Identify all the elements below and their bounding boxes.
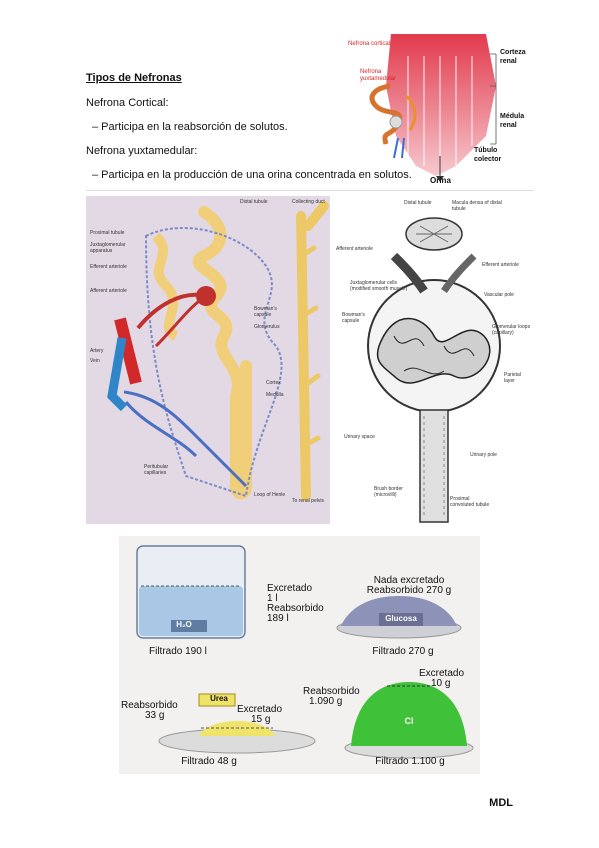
label-proximal: Proximal tubule: [90, 230, 125, 236]
label-distal: Distal tubule: [240, 199, 268, 205]
glucosa-label: Glucosa: [385, 614, 417, 623]
label-yuxta: Nefrona yuxtamedular: [360, 69, 397, 82]
urea-reabsorbido-val: 33 g: [145, 710, 165, 721]
kidney-figure: Nefrona cortical Nefrona yuxtamedular Co…: [346, 26, 532, 188]
g-label-macula: Macula densa of distal tubule: [452, 200, 502, 212]
label-artery: Artery: [90, 348, 104, 354]
h2o-excretado: Excretado: [267, 583, 313, 594]
label-cortical: Nefrona cortical: [348, 41, 391, 47]
label-cortex: Cortex: [266, 380, 281, 386]
label-orina: Orina: [430, 176, 451, 185]
g-label-glom: Glomerular loops (capillary): [492, 324, 531, 336]
label-medula: Médula renal: [500, 113, 525, 129]
label-corteza: Corteza renal: [500, 49, 526, 65]
glucosa-filtrado: Filtrado 270 g: [372, 646, 434, 657]
h2o-label: H₂O: [176, 620, 192, 629]
cl-filtrado: Filtrado 1.100 g: [375, 756, 445, 767]
label-vein: Vein: [90, 358, 100, 364]
footer-initials: MDL: [489, 797, 513, 809]
g-label-juxta: Juxtaglomerular cells (modified smooth m…: [350, 280, 408, 292]
urea-filtrado: Filtrado 48 g: [181, 756, 237, 767]
yuxta-item: – Participa en la producción de una orin…: [92, 169, 412, 181]
page-title: Tipos de Nefronas: [86, 72, 182, 84]
g-label-urinary-space: Urinary space: [344, 434, 375, 440]
g-label-bowman: Bowman's capsule: [342, 312, 365, 324]
label-peritubular: Peritubular capillaries: [144, 464, 169, 476]
divider: [86, 190, 534, 191]
cl-excretado-val: 10 g: [431, 678, 451, 689]
g-label-afferent: Afferent arteriole: [336, 246, 373, 252]
label-collecting: Collecting duct: [292, 199, 325, 205]
h2o-excretado-val: 1 l: [267, 593, 278, 604]
cl-excretado: Excretado: [419, 668, 465, 679]
label-henle: Loop of Henle: [254, 492, 286, 498]
label-glomerulus: Glomerulus: [254, 324, 280, 330]
h2o-reabsorbido: Reabsorbido: [267, 603, 324, 614]
label-afferent: Afferent arteriole: [90, 288, 127, 294]
label-juxta: Juxtaglomerular apparatus: [90, 242, 126, 254]
urea-label: Urea: [210, 694, 228, 703]
glomerulus-figure: Distal tubule Macula densa of distal tub…: [334, 196, 532, 526]
g-label-parietal: Parietal layer: [504, 372, 521, 384]
cl-label: Cl: [404, 716, 414, 726]
label-tubulo: Túbulo colector: [474, 147, 502, 163]
g-label-urinary-pole: Urinary pole: [470, 452, 497, 458]
label-efferent: Efferent arteriole: [90, 264, 127, 270]
cl-reabsorbido-val: 1.090 g: [309, 696, 343, 707]
g-label-distal: Distal tubule: [404, 200, 432, 206]
g-label-efferent: Efferent arteriole: [482, 262, 519, 268]
label-renal-pelvis: To renal pelvis: [292, 498, 324, 504]
urea-excretado-val: 15 g: [251, 714, 271, 725]
label-bowman: Bowman's capsule: [254, 306, 277, 318]
yuxta-heading: Nefrona yuxtamedular:: [86, 145, 198, 157]
nephron-figure: Distal tubule Collecting duct Proximal t…: [86, 196, 330, 524]
urea-excretado: Excretado: [237, 704, 283, 715]
h2o-filtrado: Filtrado 190 l: [149, 646, 207, 657]
glucosa-top1: Nada excretado: [373, 575, 445, 586]
urea-reabsorbido: Reabsorbido: [121, 700, 178, 711]
glucosa-top2: Reabsorbido 270 g: [366, 585, 452, 596]
cortical-heading: Nefrona Cortical:: [86, 97, 169, 109]
g-label-brush: Brush border (microvilli): [374, 486, 403, 498]
label-medulla: Medulla: [266, 392, 284, 398]
g-label-vascular: Vascular pole: [484, 292, 514, 298]
cl-reabsorbido: Reabsorbido: [303, 686, 360, 697]
filtration-figure: H₂O Excretado 1 l Reabsorbido 189 l Filt…: [119, 536, 480, 774]
h2o-reabsorbido-val: 189 l: [267, 613, 289, 624]
g-label-proximal: Proximal convoluted tubule: [450, 496, 490, 508]
cortical-item: – Participa en la reabsorción de solutos…: [92, 121, 288, 133]
